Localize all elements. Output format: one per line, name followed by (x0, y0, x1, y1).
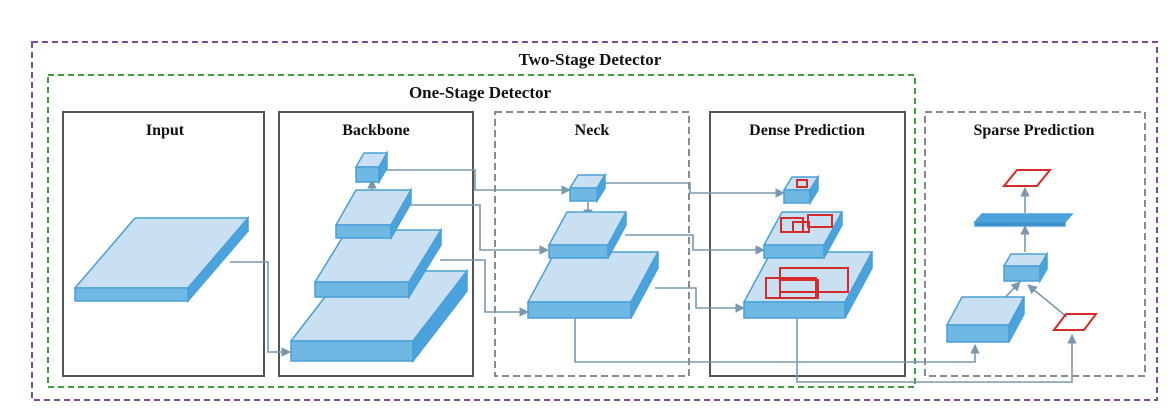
two-stage-detector-frame (31, 41, 1158, 401)
dense-to-sparse-roi-arrow (796, 300, 1077, 383)
neck-level3-to-dense-arrow (655, 287, 745, 313)
neck-to-sparse-arrow (574, 300, 980, 363)
prediction-box-large-3 (779, 279, 819, 299)
dense-prediction-level-3 (742, 251, 874, 319)
sparse-roi-feature-block (945, 296, 1026, 343)
input-panel (62, 111, 265, 377)
prediction-box-mid-3 (807, 214, 833, 228)
sparse-prediction-panel-label: Sparse Prediction (973, 122, 1094, 139)
backbone-panel (278, 111, 474, 377)
dense-prediction-panel-label: Dense Prediction (749, 122, 865, 139)
backbone-level2-to-neck-arrow (410, 204, 549, 255)
neck-panel (494, 111, 690, 377)
backbone-level3-to-neck-arrow (440, 259, 529, 317)
neck-feature-level-3 (526, 251, 660, 319)
neck-level2-to-dense-arrow (625, 234, 765, 255)
sparse-fc-bar (973, 213, 1074, 227)
input-panel-label: Input (146, 122, 185, 139)
dense-prediction-boxes (765, 179, 849, 299)
one-stage-detector-frame (47, 74, 916, 388)
dense-prediction-panel (709, 111, 906, 377)
sparse-prediction-panel (924, 111, 1146, 377)
dense-prediction-level-1 (782, 174, 820, 206)
two-stage-detector-title: Two-Stage Detector (519, 50, 662, 69)
roi-to-head-arrow (1027, 284, 1068, 318)
backbone-level1-to-neck-arrow (385, 169, 571, 195)
neck-feature-level-2 (547, 211, 628, 259)
backbone-feature-level-3 (313, 227, 443, 300)
sparse-roi-box (1052, 313, 1098, 331)
neck-panel-label: Neck (575, 122, 610, 139)
neck-feature-level-1 (568, 172, 607, 204)
one-stage-detector-title: One-Stage Detector (409, 83, 552, 102)
prediction-box-small (796, 179, 808, 188)
sparse-head-block (1002, 251, 1049, 284)
backbone-panel-label: Backbone (342, 122, 410, 139)
sparse-output-box (1001, 169, 1053, 187)
backbone-feature-level-2 (334, 187, 413, 241)
input-to-backbone-arrow (230, 261, 291, 357)
backbone-feature-level-1 (354, 150, 389, 185)
neck-level1-to-dense-arrow (605, 182, 785, 198)
input-image-block (73, 215, 250, 304)
